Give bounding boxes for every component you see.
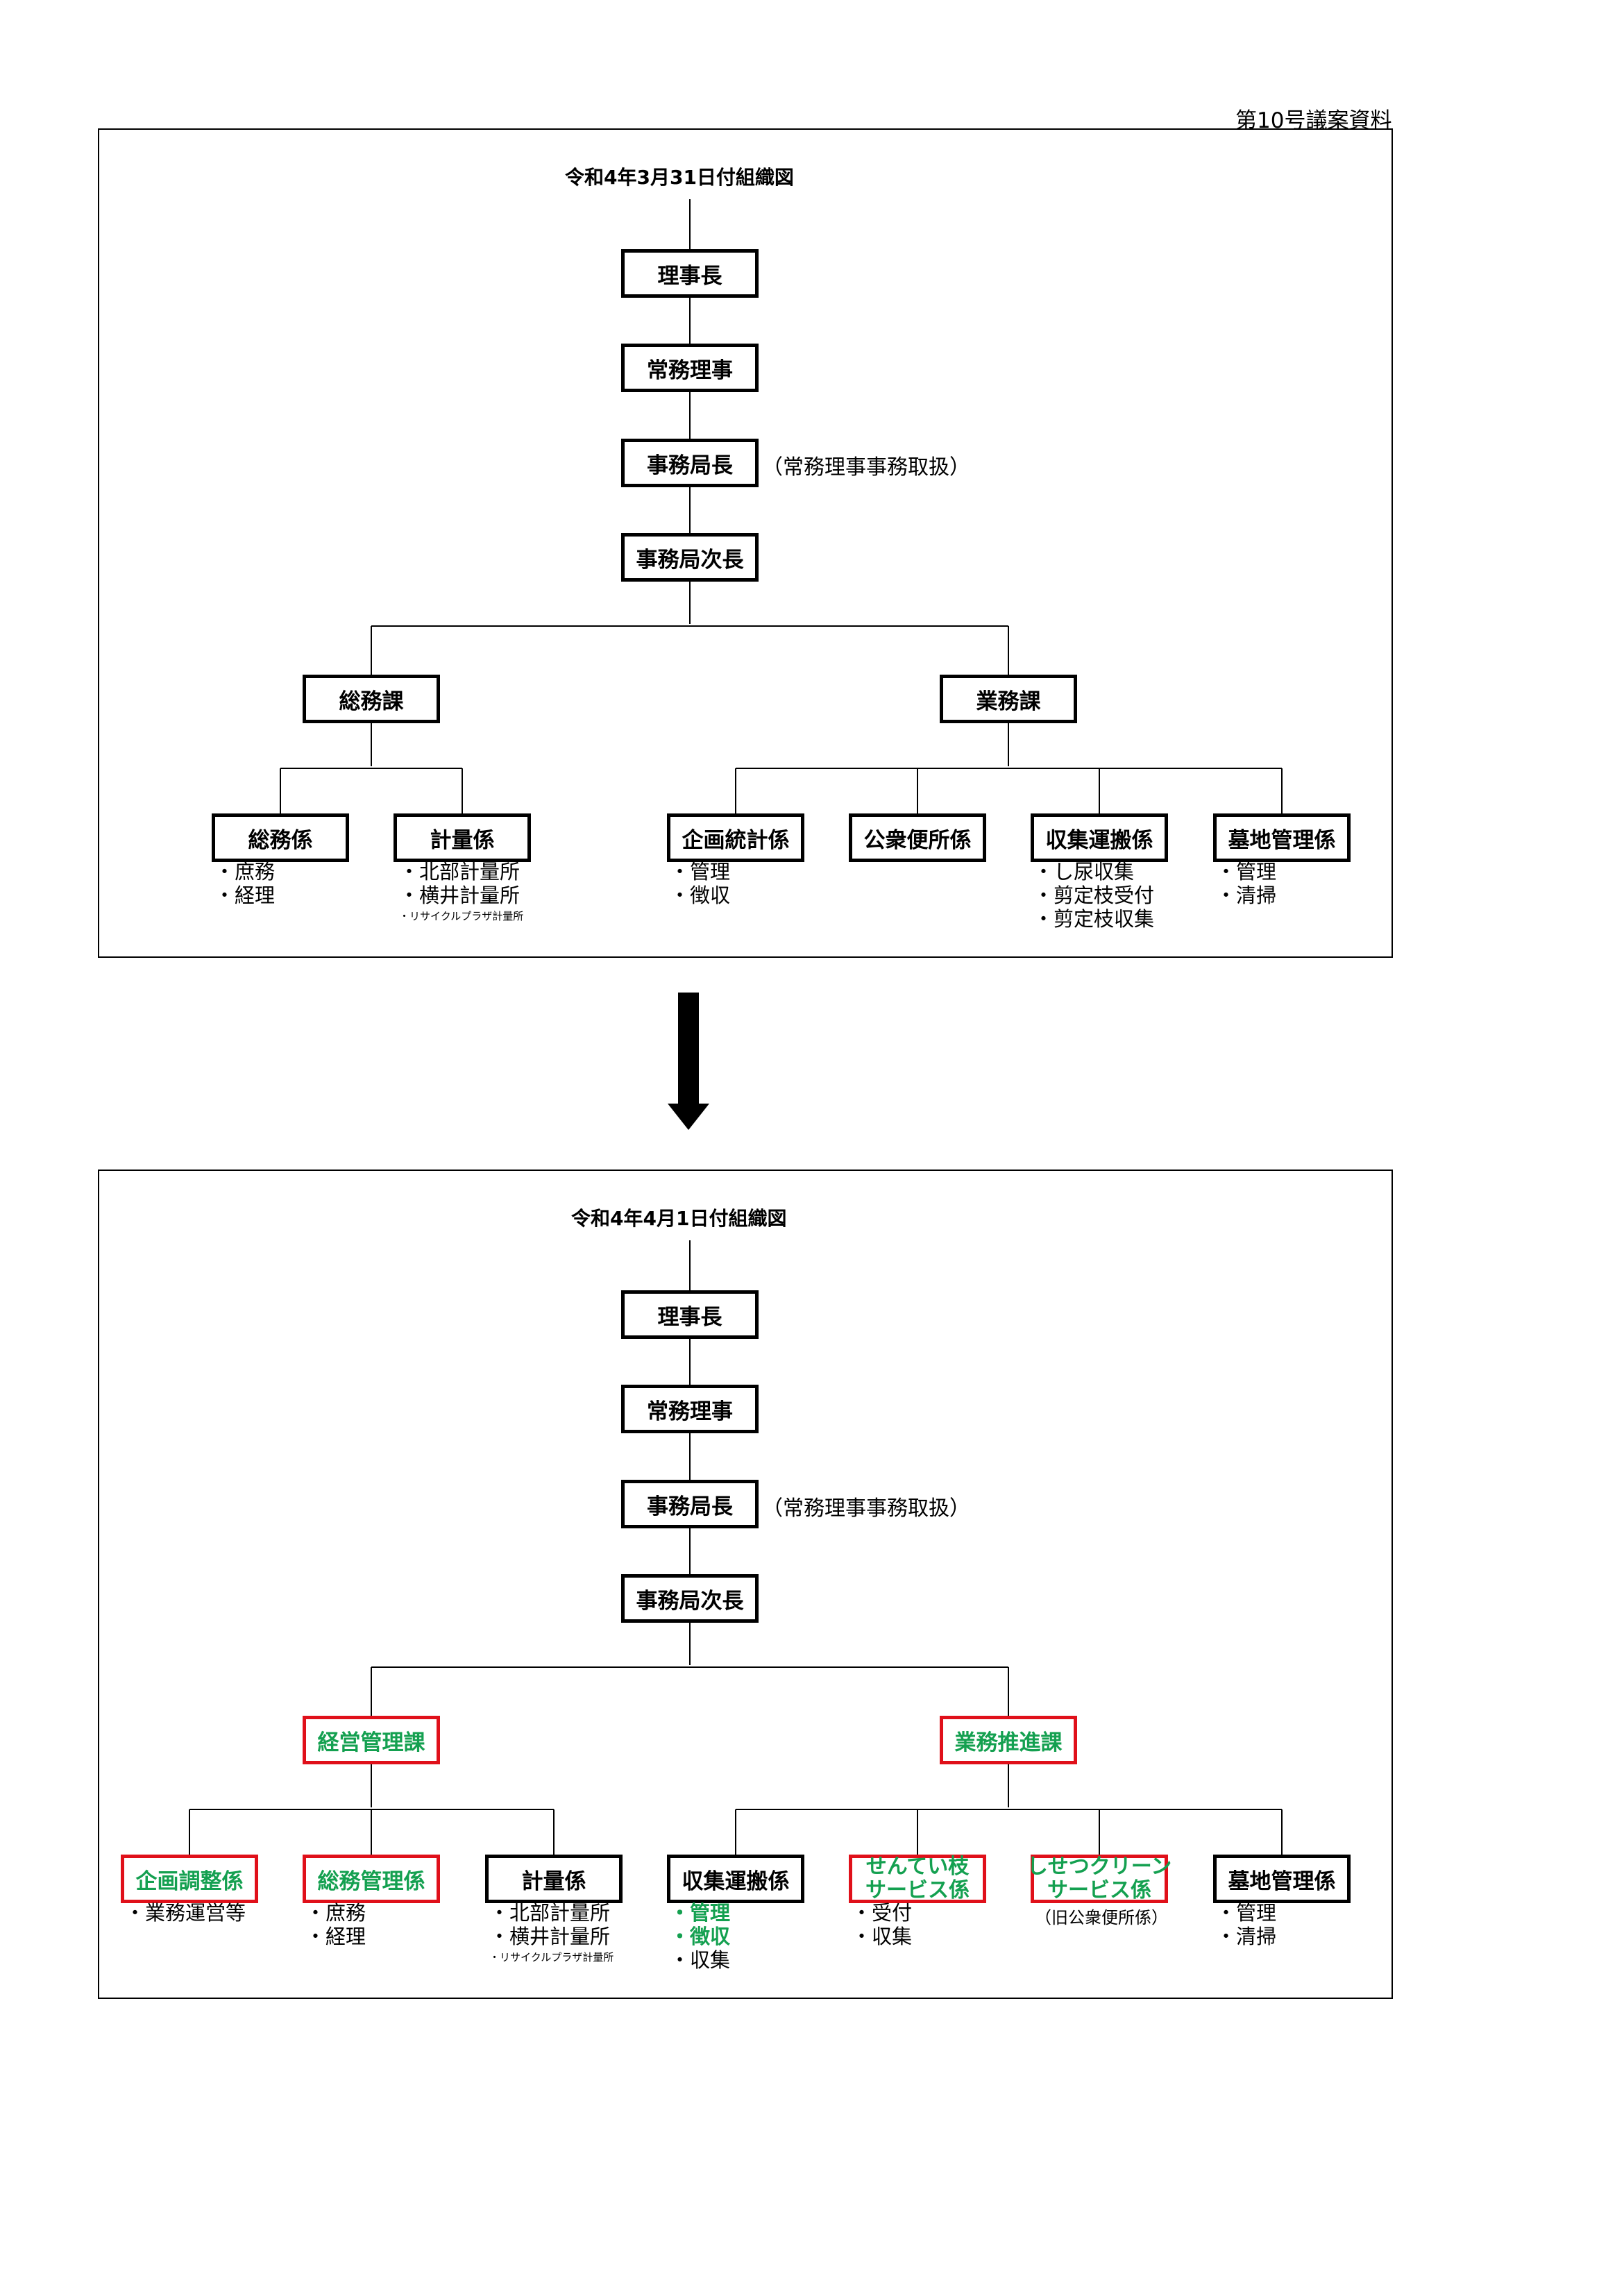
duty-item: ・徴収: [670, 884, 731, 907]
unit-box-cemetery-management: 墓地管理係: [1213, 813, 1351, 862]
duty-list-collection-transport: ・し尿収集 ・剪定枝受付 ・剪定枝収集: [1033, 860, 1154, 931]
chairman-box: 理事長: [621, 1290, 759, 1339]
chairman-box: 理事長: [621, 249, 759, 298]
secretary-general-box: 事務局長: [621, 1480, 759, 1528]
unit-box-cemetery-management: 墓地管理係: [1213, 1855, 1351, 1903]
duty-list-cemetery-management: ・管理 ・清掃: [1216, 860, 1276, 907]
section-box-operations: 業務課: [940, 675, 1077, 723]
unit-box-collection-transport: 収集運搬係: [1031, 813, 1168, 862]
org-chart-before-panel: 令和4年3月31日付組織図 理事長 常務理事 事務局長 （常務理事事務取扱） 事…: [98, 128, 1393, 958]
former-unit-note: （旧公衆便所係）: [1035, 1908, 1168, 1927]
down-arrow-icon: [668, 993, 709, 1130]
unit-box-weighing: 計量係: [394, 813, 531, 862]
duty-list-cemetery-management: ・管理 ・清掃: [1216, 1901, 1276, 1948]
unit-box-collection-transport: 収集運搬係: [667, 1855, 804, 1903]
section-box-operations-promotion: 業務推進課: [940, 1716, 1077, 1764]
secretary-general-note: （常務理事事務取扱）: [762, 455, 970, 480]
org-chart-after-panel: 令和4年4月1日付組織図 理事長 常務理事 事務局長 （常務理事事務取扱） 事務…: [98, 1170, 1393, 1999]
duty-list-weighing: ・北部計量所 ・横井計量所 ・リサイクルプラザ計量所: [399, 860, 523, 925]
duty-item: ・管理: [1216, 860, 1277, 884]
unit-name-line: サービス係: [1047, 1878, 1151, 1902]
secretary-general-box: 事務局長: [621, 439, 759, 487]
duty-item: ・管理: [670, 1901, 731, 1925]
duty-item: ・剪定枝受付: [1033, 884, 1155, 907]
duty-list-general-management: ・庶務 ・経理: [305, 1901, 366, 1948]
deputy-secretary-general-box: 事務局次長: [621, 533, 759, 582]
duty-item: ・剪定枝収集: [1033, 907, 1155, 931]
duty-item: ・徴収: [670, 1925, 731, 1948]
duty-item: ・業務運営等: [125, 1901, 246, 1925]
duty-item: ・受付: [852, 1901, 913, 1925]
duty-item: ・管理: [670, 860, 731, 884]
duty-item: ・横井計量所: [399, 884, 521, 907]
unit-box-public-toilets: 公衆便所係: [849, 813, 986, 862]
duty-item: ・収集: [670, 1948, 731, 1972]
duty-list-collection-transport: ・管理 ・徴収 ・収集: [670, 1901, 730, 1972]
unit-name-line: しせつクリーン: [1026, 1855, 1172, 1879]
unit-box-pruned-branch-service: せんてい枝 サービス係: [849, 1855, 986, 1903]
duty-item: ・リサイクルプラザ計量所: [399, 910, 524, 922]
duty-item: ・横井計量所: [489, 1925, 611, 1948]
unit-box-planning-statistics: 企画統計係: [667, 813, 804, 862]
unit-name-line: サービス係: [865, 1878, 970, 1902]
unit-box-weighing: 計量係: [485, 1855, 623, 1903]
duty-list-weighing: ・北部計量所 ・横井計量所 ・リサイクルプラザ計量所: [489, 1901, 614, 1966]
deputy-secretary-general-box: 事務局次長: [621, 1574, 759, 1623]
duty-item: ・北部計量所: [399, 860, 521, 884]
managing-director-box: 常務理事: [621, 344, 759, 392]
unit-box-general-affairs: 総務係: [212, 813, 349, 862]
duty-item: ・管理: [1216, 1901, 1277, 1925]
duty-item: ・庶務: [214, 860, 276, 884]
unit-box-facility-clean-service: しせつクリーン サービス係: [1027, 1855, 1172, 1903]
duty-list-general-affairs: ・庶務 ・経理: [214, 860, 275, 907]
duty-item: ・経理: [305, 1925, 366, 1948]
unit-box-general-management: 総務管理係: [303, 1855, 440, 1903]
duty-item: ・庶務: [305, 1901, 366, 1925]
section-box-business-management: 経営管理課: [303, 1716, 440, 1764]
duty-item: ・リサイクルプラザ計量所: [489, 1951, 614, 1964]
duty-item: ・経理: [214, 884, 276, 907]
secretary-general-note: （常務理事事務取扱）: [762, 1496, 970, 1521]
duty-item: ・し尿収集: [1033, 860, 1135, 884]
section-box-general-affairs: 総務課: [303, 675, 440, 723]
org-chart-after-title: 令和4年4月1日付組織図: [571, 1207, 787, 1230]
unit-box-planning-coordination: 企画調整係: [121, 1855, 258, 1903]
duty-item: ・清掃: [1216, 884, 1277, 907]
managing-director-box: 常務理事: [621, 1385, 759, 1433]
duty-list-pruned-branch-service: ・受付 ・収集: [852, 1901, 912, 1948]
duty-list-planning-coordination: ・業務運営等: [125, 1901, 246, 1925]
unit-name-line: せんてい枝: [865, 1855, 970, 1879]
duty-item: ・収集: [852, 1925, 913, 1948]
duty-list-planning-statistics: ・管理 ・徴収: [670, 860, 730, 907]
org-chart-before-title: 令和4年3月31日付組織図: [565, 166, 794, 189]
duty-item: ・清掃: [1216, 1925, 1277, 1948]
duty-item: ・北部計量所: [489, 1901, 611, 1925]
